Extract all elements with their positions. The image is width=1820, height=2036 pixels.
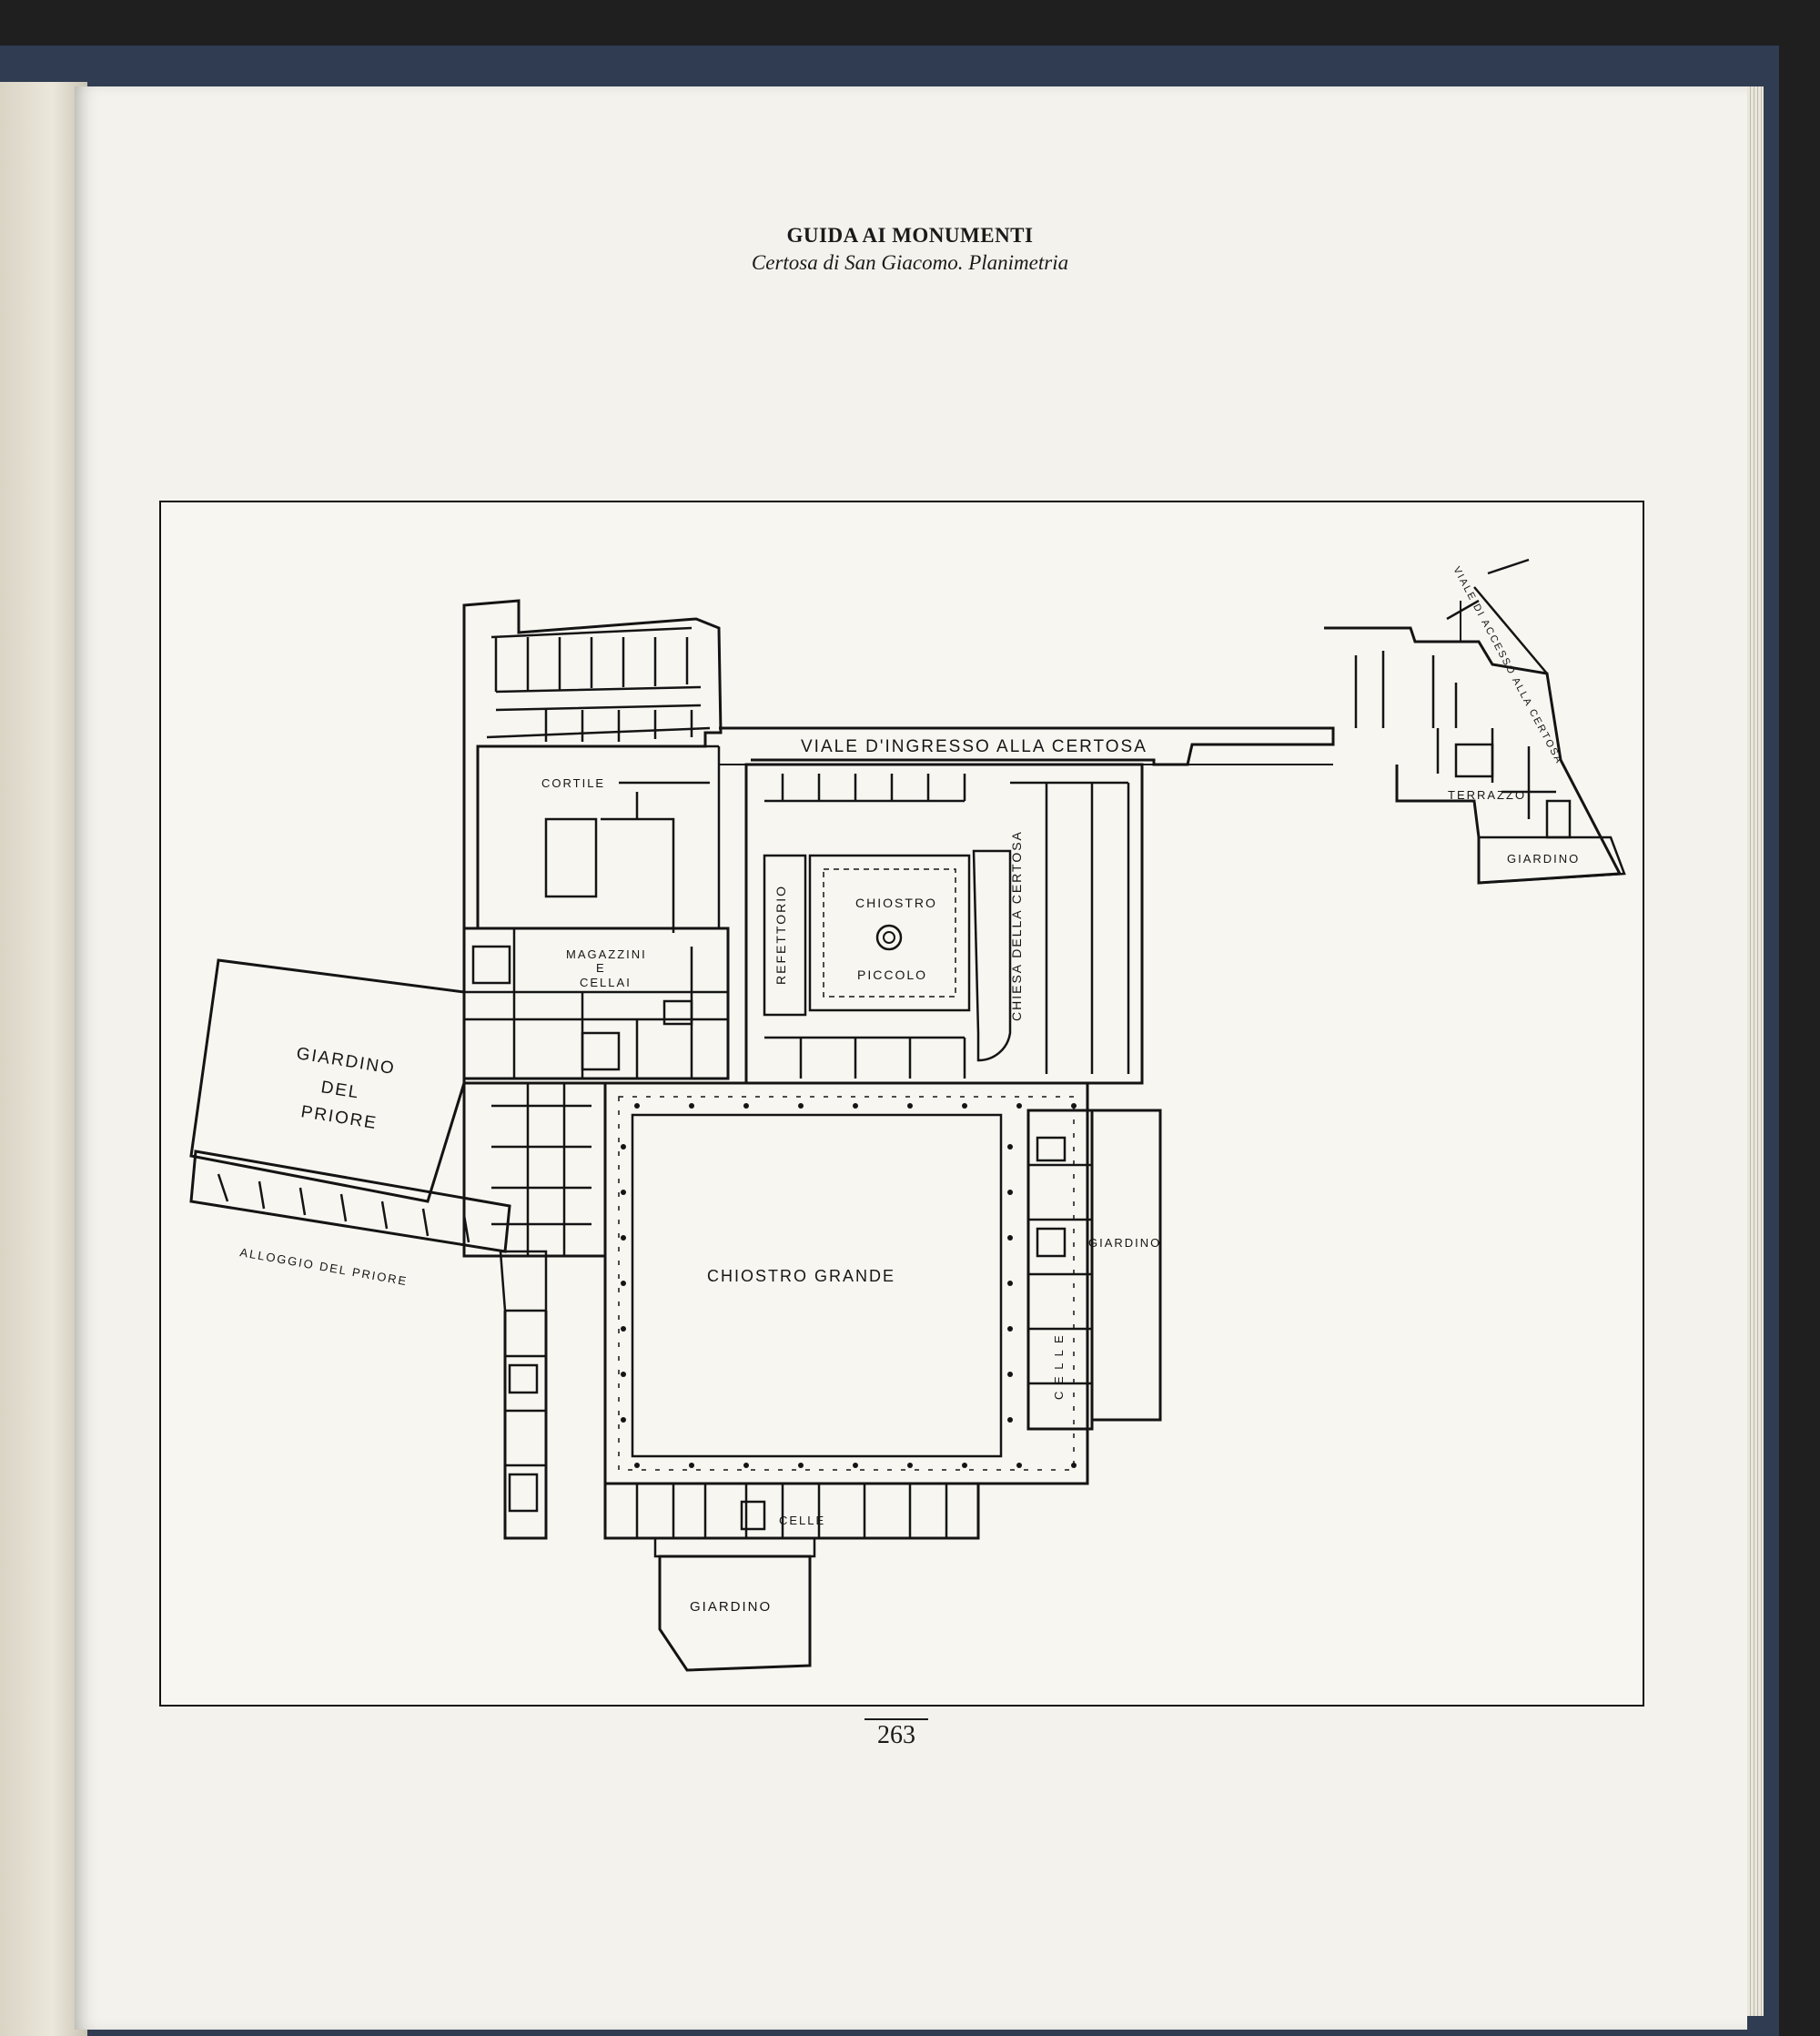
cistern-icon	[875, 924, 903, 951]
label-terrazzo: TERRAZZO	[1448, 788, 1526, 802]
refettorio	[763, 854, 807, 1017]
figure-caption: Certosa di San Giacomo. Planimetria	[751, 251, 1069, 274]
label-refettorio: REFETTORIO	[774, 885, 788, 985]
label-giardino-priore-3: PRIORE	[299, 1102, 379, 1133]
running-header-title: GUIDA AI MONUMENTI	[786, 224, 1034, 247]
west-wing	[462, 1081, 607, 1258]
label-celle-east: C E L L E	[1052, 1333, 1066, 1400]
cortile-area	[478, 745, 721, 928]
label-chiesa: CHIESA DELLA CERTOSA	[1009, 830, 1024, 1021]
chiesa	[972, 849, 1012, 1062]
label-giardino-south: GIARDINO	[690, 1599, 772, 1615]
giardino-ne-outline	[1477, 836, 1626, 885]
label-celle-south: CELLE	[779, 1514, 825, 1527]
viale-accesso-road	[1446, 558, 1548, 674]
floor-plan: VIALE D'INGRESSO ALLA CERTOSA VIALE DI A…	[189, 558, 1626, 1672]
label-giardino-priore-2: DEL	[319, 1078, 361, 1102]
label-giardino-priore-1: GIARDINO	[295, 1044, 397, 1079]
label-alloggio-priore: ALLOGGIO DEL PRIORE	[238, 1245, 409, 1288]
viale-ingresso-corridor	[719, 726, 1335, 766]
chiostro-grande-columns	[621, 1103, 1077, 1468]
left-page-edge	[0, 82, 87, 2036]
label-viale-accesso: VIALE DI ACCESSO ALLA CERTOSA	[1451, 565, 1564, 766]
label-cellai: CELLAI	[580, 976, 632, 989]
label-cortile: CORTILE	[541, 776, 605, 790]
label-piccolo: PICCOLO	[857, 967, 927, 982]
ne-block	[1324, 626, 1623, 885]
label-magazzini: MAGAZZINI	[566, 947, 647, 961]
label-magazzini-e: E	[596, 961, 606, 975]
chiostro-piccolo	[808, 854, 971, 1012]
floor-plan-frame	[159, 501, 1644, 1707]
label-viale-ingresso: VIALE D'INGRESSO ALLA CERTOSA	[801, 737, 1148, 756]
giardino-east-outline	[1090, 1109, 1162, 1422]
chiostro-grande-inner	[631, 1113, 1003, 1458]
label-giardino-ne: GIARDINO	[1507, 852, 1580, 866]
label-chiostro-grande: CHIOSTRO GRANDE	[707, 1267, 895, 1285]
label-chiostro: CHIOSTRO	[855, 896, 937, 910]
page-number: 263	[864, 1718, 928, 1750]
label-giardino-east: GIARDINO	[1088, 1236, 1161, 1250]
west-cells	[503, 1311, 548, 1540]
nw-cells	[486, 626, 711, 742]
giardino-del-priore-outline	[189, 958, 466, 1203]
south-cells	[603, 1482, 980, 1540]
